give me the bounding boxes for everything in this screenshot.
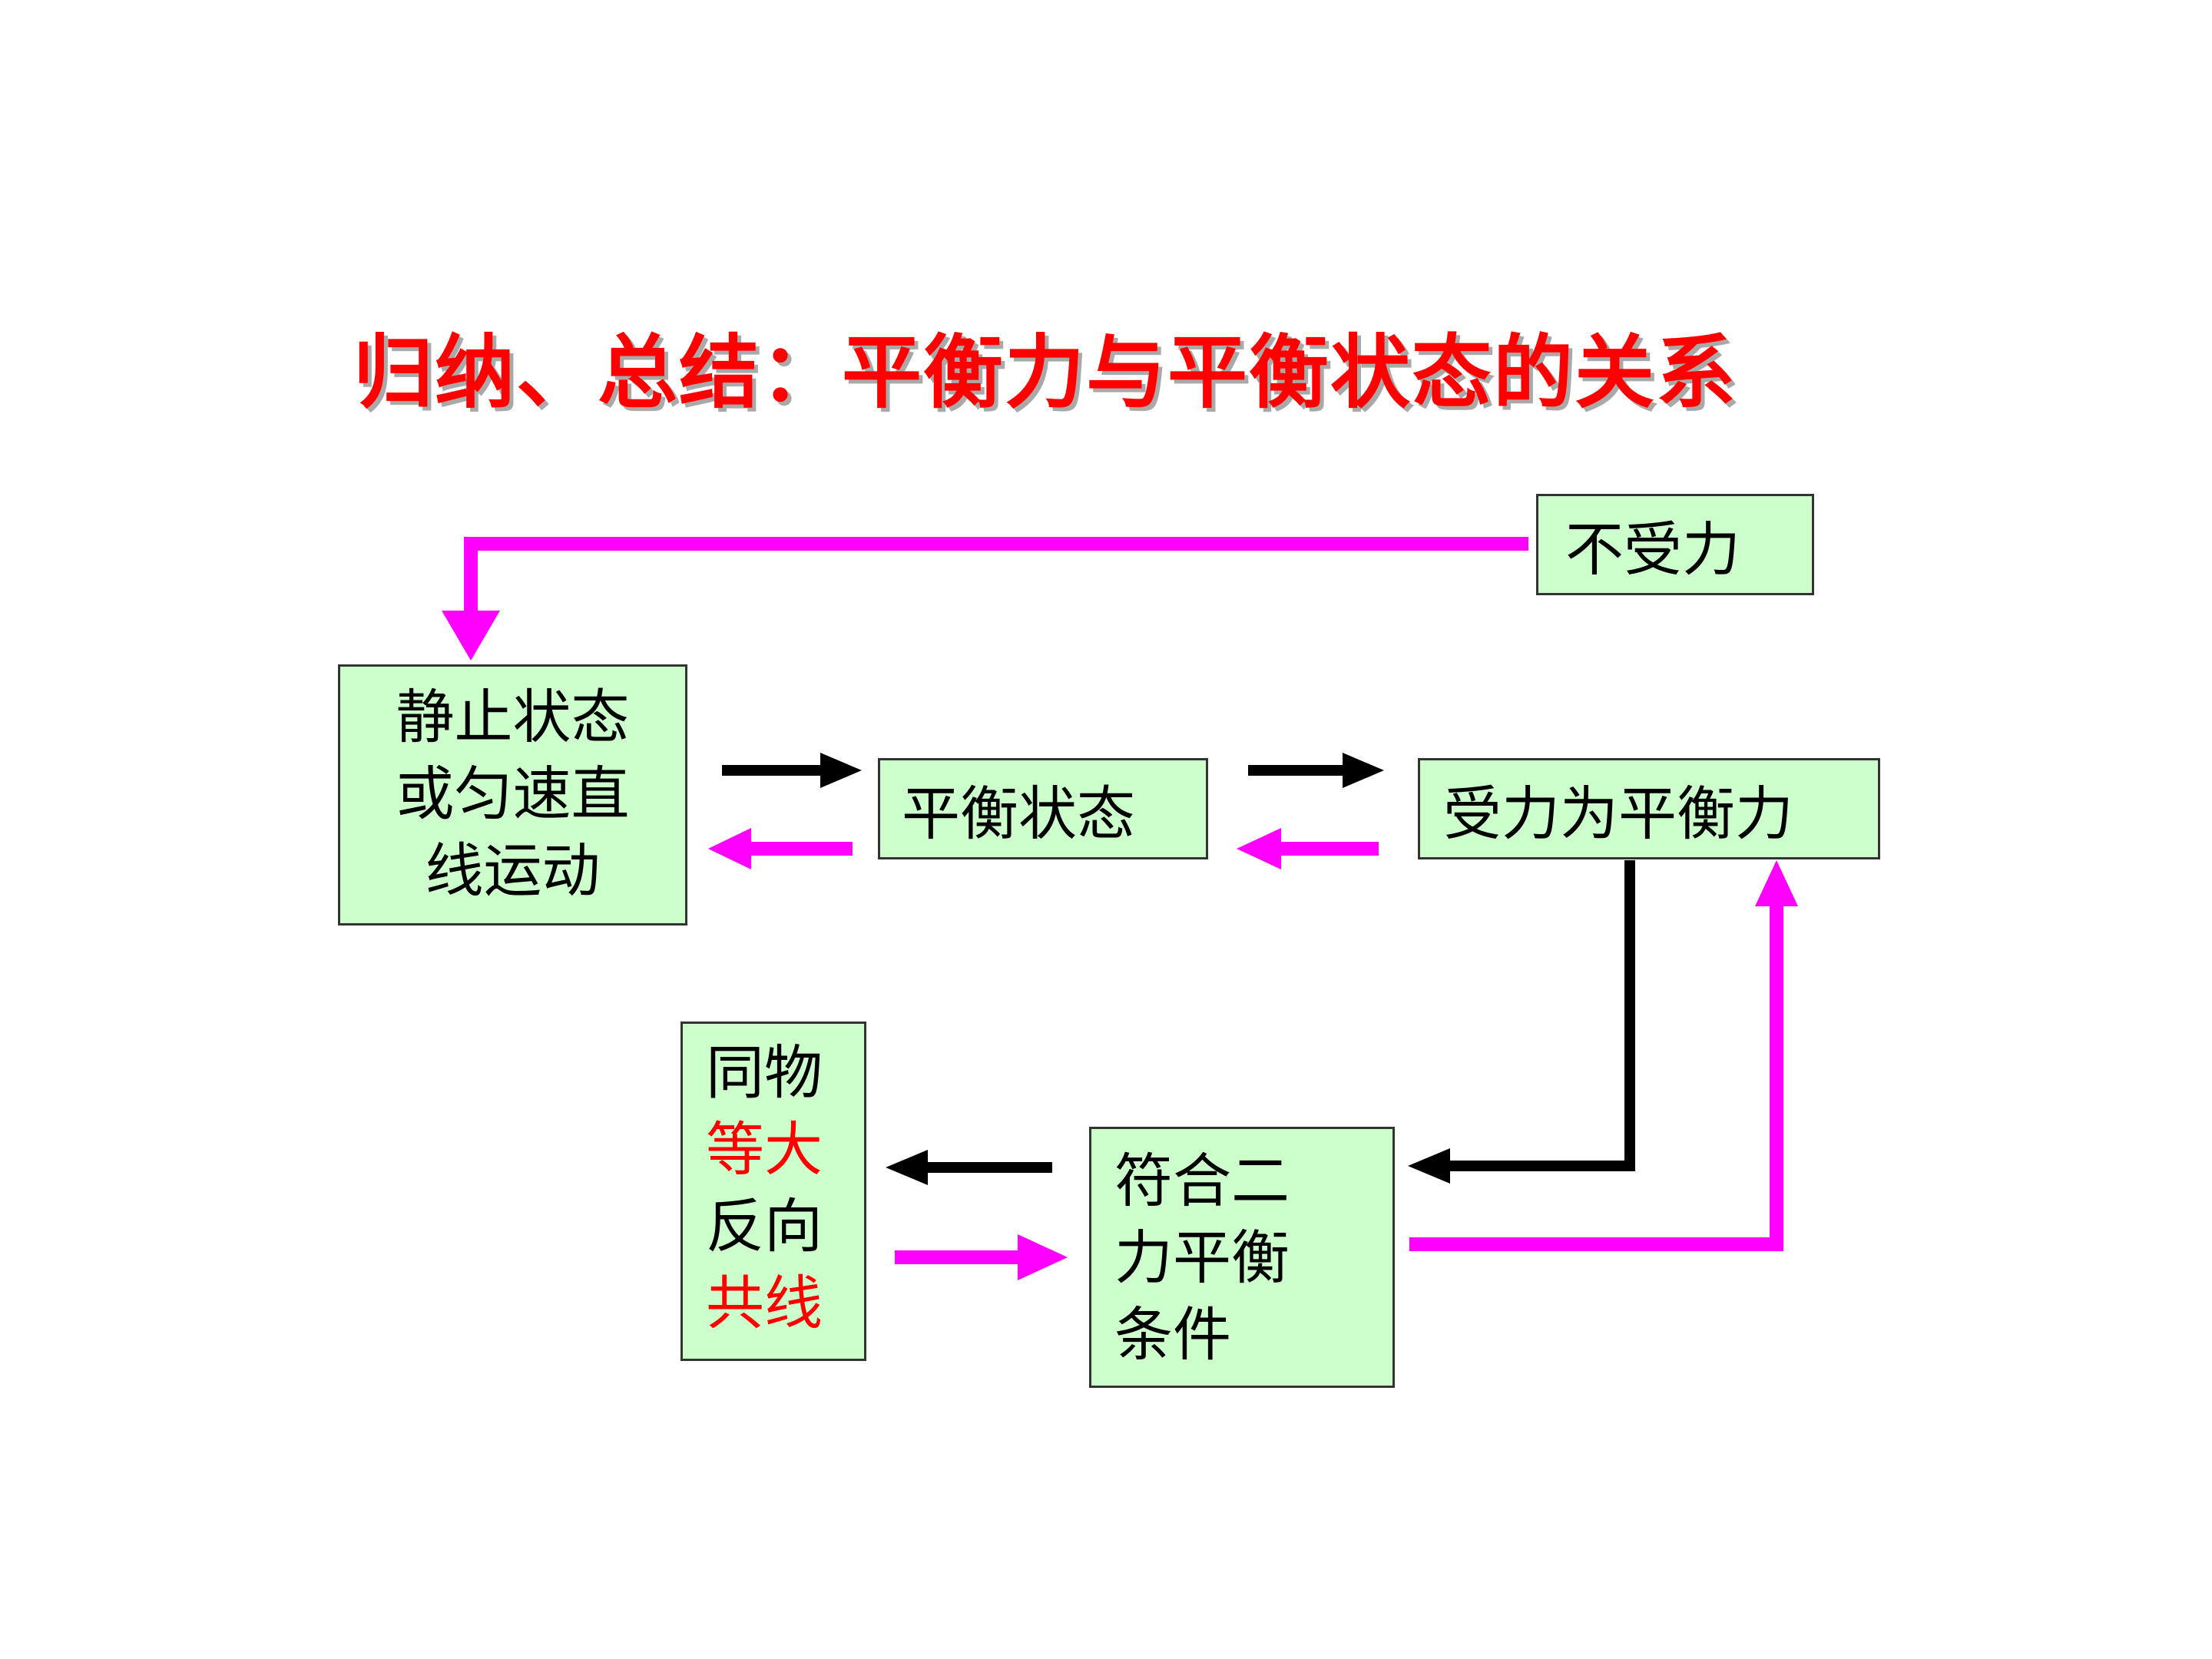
arrow-condition-to-forces-head xyxy=(1755,860,1798,906)
node-meets-condition-line-2: 力平衡 xyxy=(1114,1224,1290,1292)
node-motion-state-line-3: 线运动 xyxy=(425,836,601,905)
condition-same-object: 同物 xyxy=(706,1038,823,1107)
arrow-equilibrium-to-motion-head xyxy=(708,828,751,869)
arrow-equilibrium-to-forces-head xyxy=(1343,753,1384,788)
arrow-no-force-to-motion-head xyxy=(442,611,500,661)
arrow-no-force-to-motion xyxy=(464,537,1528,614)
arrow-forces-to-condition xyxy=(1448,860,1635,1171)
node-meets-condition: 符合二 力平衡 条件 xyxy=(1089,1127,1395,1388)
node-conditions-list: 同物 等大 反向 共线 xyxy=(680,1022,866,1361)
node-equilibrium-state: 平衡状态 xyxy=(878,758,1208,859)
arrow-condition-to-forces xyxy=(1409,902,1783,1251)
node-meets-condition-line-3: 条件 xyxy=(1114,1300,1231,1369)
node-balanced-forces-label: 受力为平衡力 xyxy=(1443,780,1793,848)
node-motion-state: 静止状态 或匀速直 线运动 xyxy=(338,664,687,926)
condition-opposite-direction: 反向 xyxy=(706,1192,823,1260)
node-motion-state-line-1: 静止状态 xyxy=(396,683,630,751)
arrow-motion-to-equilibrium-head xyxy=(820,753,862,788)
condition-collinear: 共线 xyxy=(706,1269,823,1337)
arrow-forces-to-condition-head xyxy=(1408,1148,1450,1184)
node-balanced-forces: 受力为平衡力 xyxy=(1418,758,1880,859)
arrow-forces-to-equilibrium-head xyxy=(1237,828,1281,869)
slide-title: 归纳、总结：平衡力与平衡状态的关系 xyxy=(353,326,1738,419)
node-equilibrium-state-label: 平衡状态 xyxy=(902,780,1135,848)
node-meets-condition-line-1: 符合二 xyxy=(1114,1147,1290,1215)
node-no-force-label: 不受力 xyxy=(1565,515,1740,584)
node-motion-state-line-2: 或匀速直 xyxy=(396,760,630,828)
arrow-list-to-condition-head xyxy=(1018,1234,1068,1280)
node-no-force: 不受力 xyxy=(1536,494,1814,595)
arrow-condition-to-list-head xyxy=(886,1150,928,1185)
condition-equal-magnitude: 等大 xyxy=(706,1115,823,1184)
